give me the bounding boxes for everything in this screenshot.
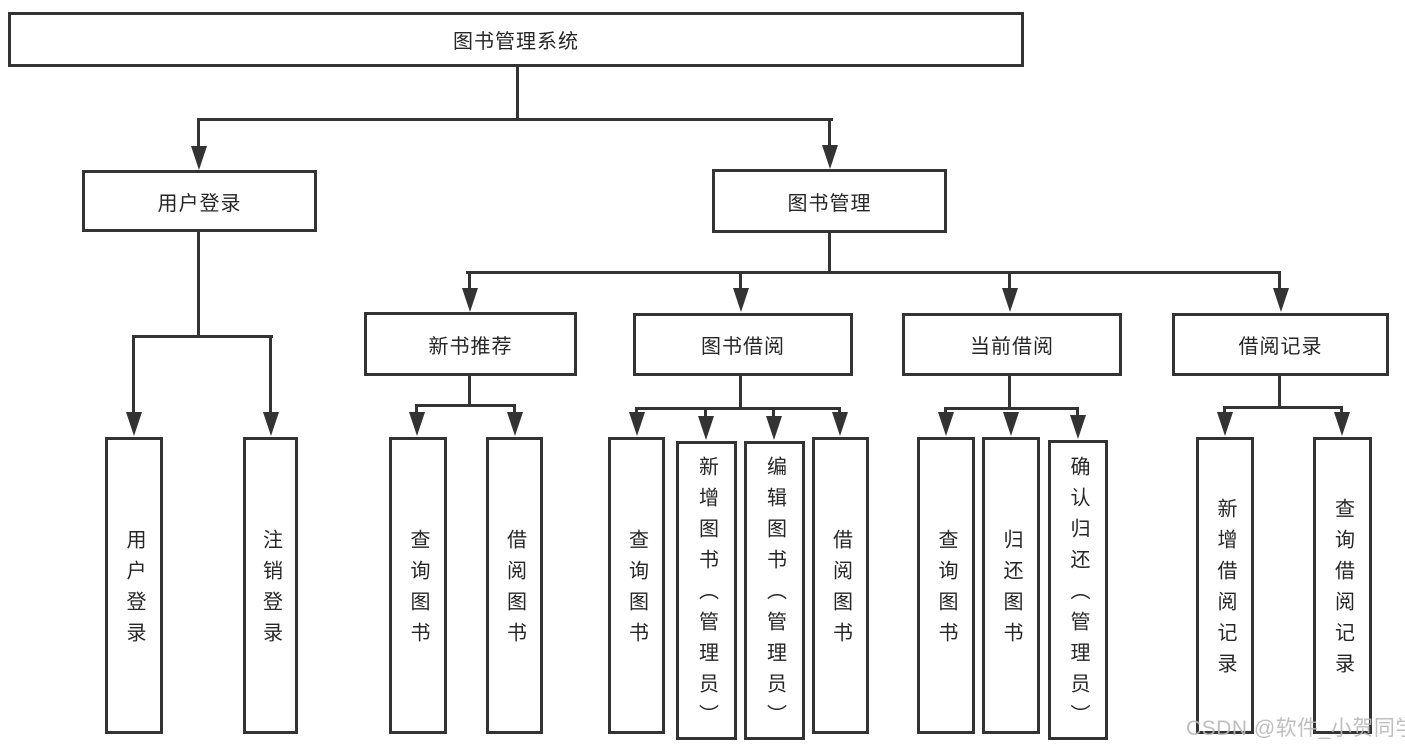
connector-line xyxy=(944,407,1079,410)
node-user-login: 用户登录 xyxy=(82,170,317,232)
node-bb-borrow-book: 借阅图书 xyxy=(812,437,869,734)
arrow-down-icon xyxy=(409,412,425,436)
arrow-down-icon xyxy=(822,145,838,169)
node-cb-confirm-return: 确认归还（管理员） xyxy=(1048,440,1108,740)
node-rec-borrow-book: 借阅图书 xyxy=(486,437,543,734)
arrow-down-icon xyxy=(1334,412,1350,436)
node-book-borrow: 图书借阅 xyxy=(633,313,853,376)
node-login-action: 用户登录 xyxy=(105,437,163,734)
connector-line xyxy=(704,407,707,420)
connector-line xyxy=(415,404,516,407)
connector-line xyxy=(1340,406,1343,417)
connector-line xyxy=(1076,407,1079,419)
connector-line xyxy=(197,232,200,338)
connector-line xyxy=(1223,406,1226,417)
csdn-watermark: CSDN @软件_小贺同学 xyxy=(1186,717,1405,740)
connector-line xyxy=(269,335,272,414)
connector-line xyxy=(1008,271,1011,291)
connector-line xyxy=(468,271,471,291)
connector-line xyxy=(828,233,831,274)
connector-line xyxy=(1278,271,1281,291)
node-borrow-records: 借阅记录 xyxy=(1172,313,1389,376)
connector-line xyxy=(468,376,471,406)
node-system-root: 图书管理系统 xyxy=(8,12,1024,67)
connector-line xyxy=(197,118,833,121)
node-br-query-record: 查询借阅记录 xyxy=(1313,437,1372,734)
arrow-down-icon xyxy=(733,288,749,312)
connector-line xyxy=(1278,376,1281,408)
arrow-down-icon xyxy=(938,412,954,436)
arrow-down-icon xyxy=(263,412,279,436)
node-current-borrow: 当前借阅 xyxy=(902,313,1122,376)
arrow-down-icon xyxy=(698,416,714,440)
arrow-down-icon xyxy=(462,288,478,312)
arrow-down-icon xyxy=(1003,412,1019,436)
node-new-book-rec: 新书推荐 xyxy=(364,312,577,376)
node-logout-action: 注销登录 xyxy=(243,437,298,734)
arrow-down-icon xyxy=(766,416,782,440)
node-bb-edit-book: 编辑图书（管理员） xyxy=(744,441,805,740)
connector-line xyxy=(132,335,273,338)
arrow-down-icon xyxy=(1273,288,1289,312)
connector-line xyxy=(415,404,418,416)
connector-line xyxy=(635,407,841,410)
connector-line xyxy=(513,404,516,416)
arrow-down-icon xyxy=(1002,288,1018,312)
connector-line xyxy=(466,271,1281,274)
connector-line xyxy=(197,118,200,150)
arrow-down-icon xyxy=(507,412,523,436)
connector-line xyxy=(516,66,519,121)
connector-line xyxy=(1223,406,1343,409)
node-cb-query-book: 查询图书 xyxy=(917,437,975,734)
connector-line xyxy=(828,118,831,149)
arrow-down-icon xyxy=(126,412,142,436)
connector-line xyxy=(132,335,135,414)
node-rec-query-book: 查询图书 xyxy=(389,437,447,734)
arrow-down-icon xyxy=(832,412,848,436)
arrow-down-icon xyxy=(1070,415,1086,439)
connector-line xyxy=(739,271,742,291)
node-book-mgmt: 图书管理 xyxy=(712,169,947,233)
arrow-down-icon xyxy=(629,412,645,436)
node-br-add-record: 新增借阅记录 xyxy=(1196,437,1254,734)
node-cb-return-book: 归还图书 xyxy=(982,437,1040,734)
connector-line xyxy=(739,376,742,409)
node-bb-add-book: 新增图书（管理员） xyxy=(676,441,737,740)
arrow-down-icon xyxy=(1217,412,1233,436)
node-bb-query-book: 查询图书 xyxy=(608,437,665,734)
connector-line xyxy=(1008,376,1011,409)
arrow-down-icon xyxy=(191,146,207,170)
connector-line xyxy=(772,407,775,420)
